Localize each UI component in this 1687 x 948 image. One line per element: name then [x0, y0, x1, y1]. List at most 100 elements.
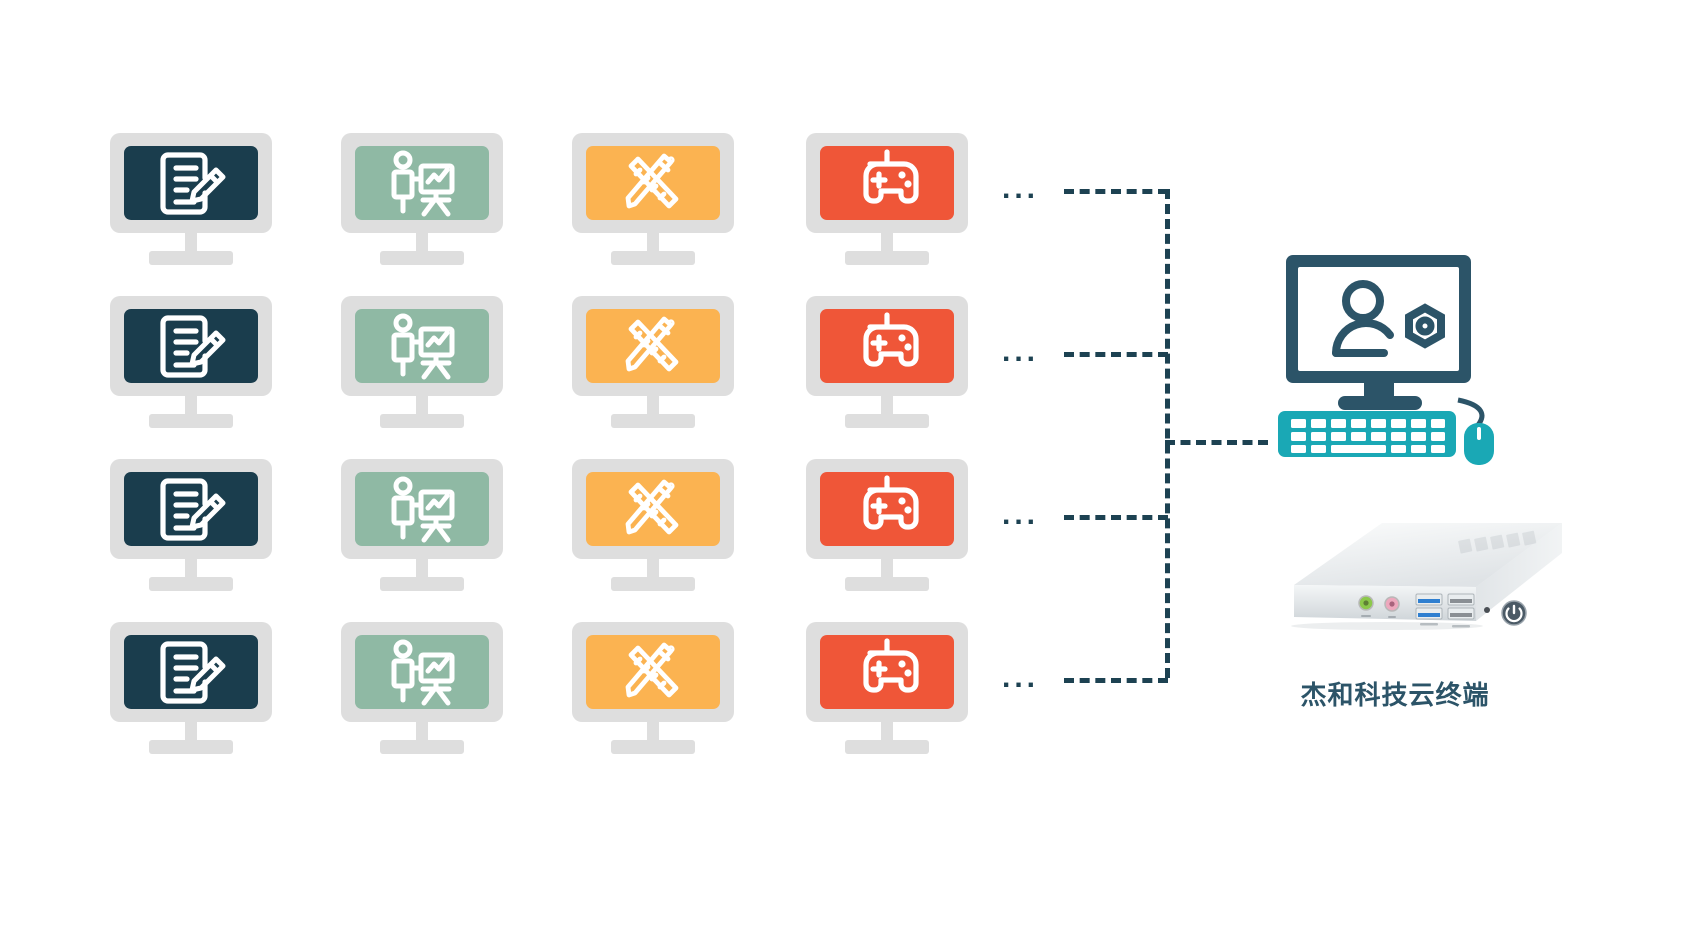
client-terminal-presentation-row3[interactable]: 教学演示终端	[341, 459, 503, 591]
client-terminal-design-row2[interactable]: 设计绘图终端	[572, 296, 734, 428]
monitor-bezel	[110, 133, 272, 233]
monitor-bezel	[806, 133, 968, 233]
client-terminal-label: 教学演示终端	[341, 296, 342, 297]
monitor-base	[611, 577, 695, 591]
monitor-bezel	[341, 133, 503, 233]
client-terminal-presentation-row4[interactable]: 教学演示终端	[341, 622, 503, 754]
bus-branch-row1	[1064, 189, 1168, 194]
row-ellipsis-4: ...	[1002, 661, 1040, 694]
monitor-bezel	[110, 459, 272, 559]
monitor-base	[845, 251, 929, 265]
monitor-neck	[647, 722, 659, 744]
bus-branch-label: 终端组 2	[0, 0, 1, 1]
row-ellipsis-1: ...	[1002, 172, 1040, 205]
monitor-neck	[185, 559, 197, 581]
bus-branch-row4	[1064, 678, 1168, 683]
client-terminal-document-row4[interactable]: 文档办公终端	[110, 622, 272, 754]
monitor-bezel	[806, 296, 968, 396]
monitor-screen-document	[124, 309, 258, 383]
monitor-neck	[881, 722, 893, 744]
monitor-base	[149, 414, 233, 428]
monitor-neck	[416, 396, 428, 418]
document-pencil-icon	[160, 315, 226, 378]
monitor-base	[149, 577, 233, 591]
pencil-ruler-icon	[625, 316, 679, 372]
monitor-screen-design	[586, 146, 720, 220]
monitor-screen-document	[124, 635, 258, 709]
admin-workstation	[1278, 255, 1498, 465]
client-terminal-label: 文档办公终端	[110, 296, 111, 297]
mini-pc-device	[1262, 495, 1562, 675]
client-terminal-presentation-row1[interactable]: 教学演示终端	[341, 133, 503, 265]
presenter-chart-icon	[391, 150, 455, 217]
monitor-neck	[185, 722, 197, 744]
monitor-neck	[416, 722, 428, 744]
monitor-screen-gaming	[820, 309, 954, 383]
monitor-base	[845, 577, 929, 591]
client-terminal-grid: 文档办公终端 教学演示终端	[110, 133, 980, 768]
pencil-ruler-icon	[625, 153, 679, 209]
monitor-bezel	[572, 133, 734, 233]
client-terminal-gaming-row3[interactable]: 游戏娱乐终端	[806, 459, 968, 591]
client-terminal-label: 设计绘图终端	[572, 133, 573, 134]
client-terminal-document-row1[interactable]: 文档办公终端	[110, 133, 272, 265]
client-terminal-design-row3[interactable]: 设计绘图终端	[572, 459, 734, 591]
admin-monitor-keyboard-mouse-icon	[1278, 255, 1494, 465]
client-terminal-label: 文档办公终端	[110, 133, 111, 134]
client-terminal-label: 游戏娱乐终端	[806, 459, 807, 460]
client-terminal-design-row1[interactable]: 设计绘图终端	[572, 133, 734, 265]
monitor-screen-presentation	[355, 309, 489, 383]
client-terminal-gaming-row2[interactable]: 游戏娱乐终端	[806, 296, 968, 428]
mini-pc-icon	[1291, 523, 1562, 630]
bus-trunk	[1165, 189, 1170, 678]
monitor-screen-gaming	[820, 472, 954, 546]
monitor-neck	[647, 559, 659, 581]
monitor-base	[380, 251, 464, 265]
monitor-neck	[185, 396, 197, 418]
monitor-screen-design	[586, 309, 720, 383]
monitor-screen-design	[586, 472, 720, 546]
monitor-screen-gaming	[820, 146, 954, 220]
client-terminal-presentation-row2[interactable]: 教学演示终端	[341, 296, 503, 428]
monitor-base	[611, 414, 695, 428]
client-terminal-label: 教学演示终端	[341, 622, 342, 623]
monitor-base	[611, 740, 695, 754]
document-pencil-icon	[160, 641, 226, 704]
client-terminal-label: 游戏娱乐终端	[806, 622, 807, 623]
monitor-bezel	[110, 622, 272, 722]
client-terminal-label: 游戏娱乐终端	[806, 296, 807, 297]
monitor-bezel	[572, 296, 734, 396]
monitor-base	[845, 414, 929, 428]
client-terminal-label: 教学演示终端	[341, 459, 342, 460]
client-terminal-gaming-row1[interactable]: 游戏娱乐终端	[806, 133, 968, 265]
client-terminal-gaming-row4[interactable]: 游戏娱乐终端	[806, 622, 968, 754]
bus-branch-label: 终端组 1	[0, 0, 1, 1]
bus-branch-label: 终端组 4	[0, 0, 1, 1]
monitor-neck	[881, 396, 893, 418]
monitor-base	[380, 740, 464, 754]
pencil-ruler-icon	[625, 642, 679, 698]
monitor-neck	[185, 233, 197, 255]
monitor-base	[611, 251, 695, 265]
monitor-screen-document	[124, 472, 258, 546]
client-terminal-design-row4[interactable]: 设计绘图终端	[572, 622, 734, 754]
client-terminal-document-row3[interactable]: 文档办公终端	[110, 459, 272, 591]
monitor-base	[845, 740, 929, 754]
document-pencil-icon	[160, 478, 226, 541]
client-terminal-label: 设计绘图终端	[572, 622, 573, 623]
monitor-neck	[647, 396, 659, 418]
server-caption: 杰和科技云终端	[1300, 680, 1490, 710]
client-terminal-label: 文档办公终端	[110, 622, 111, 623]
bus-branch-row2	[1064, 352, 1168, 357]
presenter-chart-icon	[391, 476, 455, 543]
monitor-bezel	[806, 622, 968, 722]
monitor-base	[149, 740, 233, 754]
game-controller-icon	[863, 638, 919, 693]
monitor-screen-gaming	[820, 635, 954, 709]
monitor-neck	[416, 559, 428, 581]
client-terminal-label: 设计绘图终端	[572, 459, 573, 460]
row-ellipsis-3: ...	[1002, 498, 1040, 531]
monitor-neck	[881, 559, 893, 581]
client-terminal-document-row2[interactable]: 文档办公终端	[110, 296, 272, 428]
